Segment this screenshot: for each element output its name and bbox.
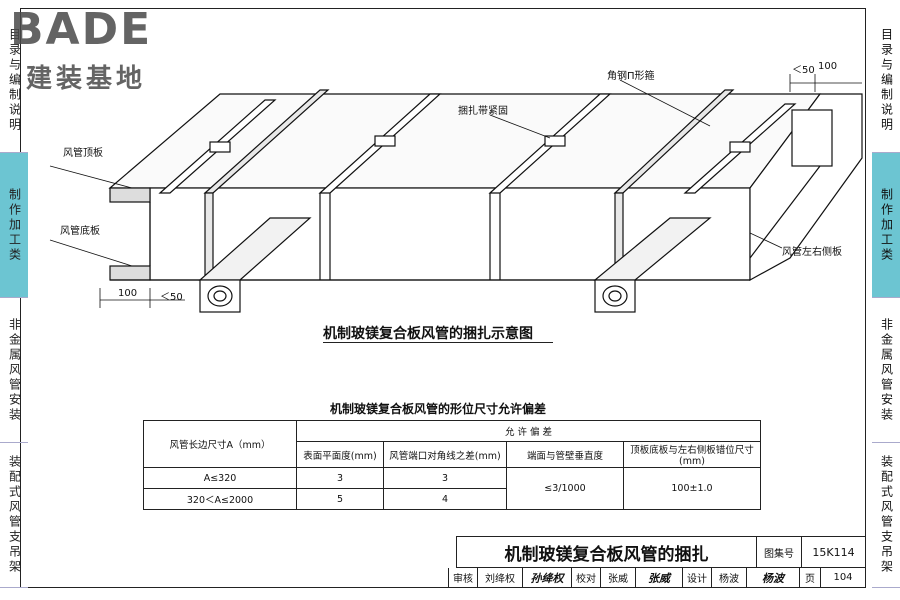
- review-name: 刘绛权: [478, 568, 523, 587]
- left-category-tabs: 目录与编制说明 制作加工类 非金属风管安装 装配式风管支吊架: [0, 8, 28, 588]
- cell-perpendicularity: ≤3/1000: [506, 467, 624, 510]
- tab-label: 装配式风管支吊架: [879, 455, 894, 575]
- label-top-plate: 风管顶板: [63, 148, 103, 159]
- design-signature: 杨波: [747, 568, 800, 587]
- design-label: 设计: [683, 568, 712, 587]
- design-name: 杨波: [712, 568, 747, 587]
- duct-bottom-plate-edge: [109, 265, 151, 281]
- header-diagonal: 风管端口对角线之差(mm): [383, 441, 507, 468]
- cell-range: A≤320: [143, 467, 297, 489]
- cell-flatness: 5: [296, 488, 384, 510]
- header-misalignment: 顶板底板与左右侧板错位尺寸(mm): [623, 441, 761, 468]
- tab-fabrication-left[interactable]: 制作加工类: [0, 153, 28, 298]
- title-block: 机制玻镁复合板风管的捆扎 图集号 15K114 审核 刘绛权 孙绛权 校对 张威…: [448, 536, 866, 588]
- drawing-title: 机制玻镁复合板风管的捆扎: [456, 536, 756, 568]
- tab-label: 装配式风管支吊架: [7, 455, 22, 575]
- page-number: 104: [833, 572, 853, 583]
- table-subheader-row: 表面平面度(mm) 风管端口对角线之差(mm) 端面与管壁垂直度 顶板底板与左右…: [144, 441, 761, 468]
- table-row: 320＜A≤2000 5 4: [143, 488, 761, 510]
- dim-le50-top: ＜50: [792, 65, 815, 76]
- page-label: 页: [800, 568, 821, 587]
- dim-le50-bottom: ＜50: [160, 292, 183, 303]
- table-row: A≤320 3 3 ≤3/1000 100±1.0: [143, 467, 761, 510]
- cell-range: 320＜A≤2000: [143, 488, 297, 510]
- tab-label: 目录与编制说明: [7, 27, 22, 133]
- header-allowed-deviation: 允 许 偏 差: [296, 420, 761, 442]
- check-label: 校对: [572, 568, 601, 587]
- label-angle-steel: 角钢Π形箍: [607, 71, 655, 82]
- tab-label: 制作加工类: [7, 187, 22, 263]
- label-side-plate: 风管左右侧板: [782, 247, 842, 258]
- tab-fabrication-right[interactable]: 制作加工类: [872, 153, 900, 298]
- tab-catalog-left[interactable]: 目录与编制说明: [0, 8, 28, 153]
- brand-logo: BADE 建装基地: [4, 4, 174, 94]
- logo-brand: BADE: [10, 4, 153, 55]
- tab-nonmetal-duct-right[interactable]: 非金属风管安装: [872, 298, 900, 443]
- duct-end-opening: [791, 109, 833, 167]
- tab-catalog-right[interactable]: 目录与编制说明: [872, 8, 900, 153]
- tab-label: 制作加工类: [879, 187, 894, 263]
- tab-label: 目录与编制说明: [879, 27, 894, 133]
- right-category-tabs: 目录与编制说明 制作加工类 非金属风管安装 装配式风管支吊架: [872, 8, 900, 588]
- tolerance-table: 风管长边尺寸A（mm） 允 许 偏 差 表面平面度(mm) 风管端口对角线之差(…: [143, 420, 761, 510]
- duct-top-plate-edge: [109, 187, 151, 203]
- header-flatness: 表面平面度(mm): [296, 441, 384, 468]
- check-signature: 张威: [636, 568, 683, 587]
- drawing-caption: 机制玻镁复合板风管的捆扎示意图: [323, 326, 533, 342]
- cell-misalignment: 100±1.0: [623, 467, 761, 510]
- caption-underline: [323, 342, 553, 343]
- atlas-label: 图集号: [756, 536, 802, 568]
- cell-flatness: 3: [296, 467, 384, 489]
- header-perpendicularity: 端面与管壁垂直度: [506, 441, 624, 468]
- tab-support-left[interactable]: 装配式风管支吊架: [0, 443, 28, 588]
- check-name: 张威: [601, 568, 636, 587]
- tab-support-right[interactable]: 装配式风管支吊架: [872, 443, 900, 588]
- dim-100-top: 100: [818, 61, 838, 72]
- dim-100-bottom: 100: [118, 288, 138, 299]
- label-strap: 捆扎带紧固: [458, 106, 508, 117]
- drawing-frame: [20, 8, 866, 588]
- tab-nonmetal-duct-left[interactable]: 非金属风管安装: [0, 298, 28, 443]
- atlas-code: 15K114: [802, 536, 866, 568]
- label-bottom-plate: 风管底板: [60, 226, 100, 237]
- signature-row: 审核 刘绛权 孙绛权 校对 张威 张威 设计 杨波 杨波 页 104: [448, 568, 866, 588]
- header-duct-size: 风管长边尺寸A（mm）: [143, 420, 297, 468]
- review-signature: 孙绛权: [523, 568, 572, 587]
- table-header-row: 风管长边尺寸A（mm） 允 许 偏 差: [143, 420, 761, 468]
- review-label: 审核: [449, 568, 478, 587]
- logo-subtitle: 建装基地: [26, 64, 147, 94]
- tab-label: 非金属风管安装: [879, 317, 894, 423]
- cell-diagonal: 3: [383, 467, 507, 489]
- cell-diagonal: 4: [383, 488, 507, 510]
- table-title: 机制玻镁复合板风管的形位尺寸允许偏差: [330, 402, 547, 416]
- tab-label: 非金属风管安装: [7, 317, 22, 423]
- duct-binding-illustration: [49, 74, 863, 313]
